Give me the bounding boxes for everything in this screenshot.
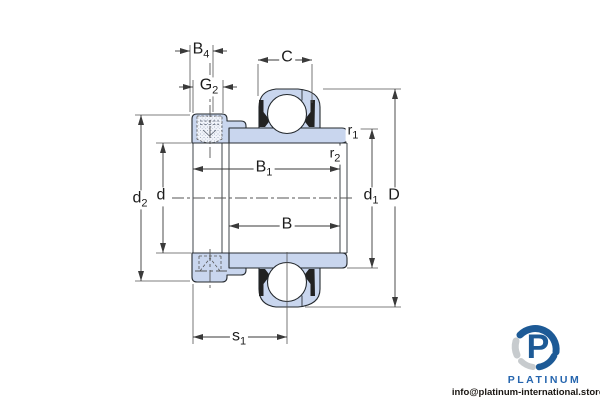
- dim-label-g2: G2: [197, 76, 221, 97]
- dim-label-b: B: [279, 216, 295, 236]
- brand-logo: P PLATINUM info@platinum-international.s…: [450, 318, 600, 398]
- dim-label-s1: s1: [229, 327, 249, 348]
- dim-label-d2: d2: [130, 189, 150, 210]
- platinum-logo-mark: P: [511, 325, 560, 371]
- grub-screw: [196, 115, 223, 144]
- dim-label-d1: d1: [361, 186, 381, 207]
- dim-label-r2: r2: [327, 144, 343, 165]
- seal-top-left: [259, 100, 270, 127]
- dim-label-d: d: [154, 187, 168, 207]
- logo-monogram: P: [527, 328, 550, 366]
- brand-email: info@platinum-international.store: [451, 387, 600, 398]
- seal-bottom-left: [259, 269, 270, 296]
- dim-label-r1: r1: [345, 121, 361, 142]
- seal-bottom-right: [304, 269, 315, 296]
- dim-label-D: D: [386, 187, 402, 207]
- dim-label-c: C: [279, 49, 295, 69]
- grub-screw-socket-lines: [200, 120, 219, 137]
- logo-swirl-left-gray: [511, 337, 521, 359]
- dim-label-b1: B1: [253, 158, 275, 179]
- logo-swirl-top-blue: [516, 325, 560, 356]
- seals: [259, 100, 315, 296]
- dim-label-b4: B4: [190, 40, 212, 61]
- brand-name: PLATINUM: [507, 374, 582, 386]
- center-lines: [172, 42, 352, 291]
- ball-top: [266, 93, 308, 135]
- logo-swirl-bottom-blue: [535, 352, 558, 371]
- seal-top-right: [304, 100, 315, 127]
- logo-swirl-bottom-gray: [518, 358, 536, 370]
